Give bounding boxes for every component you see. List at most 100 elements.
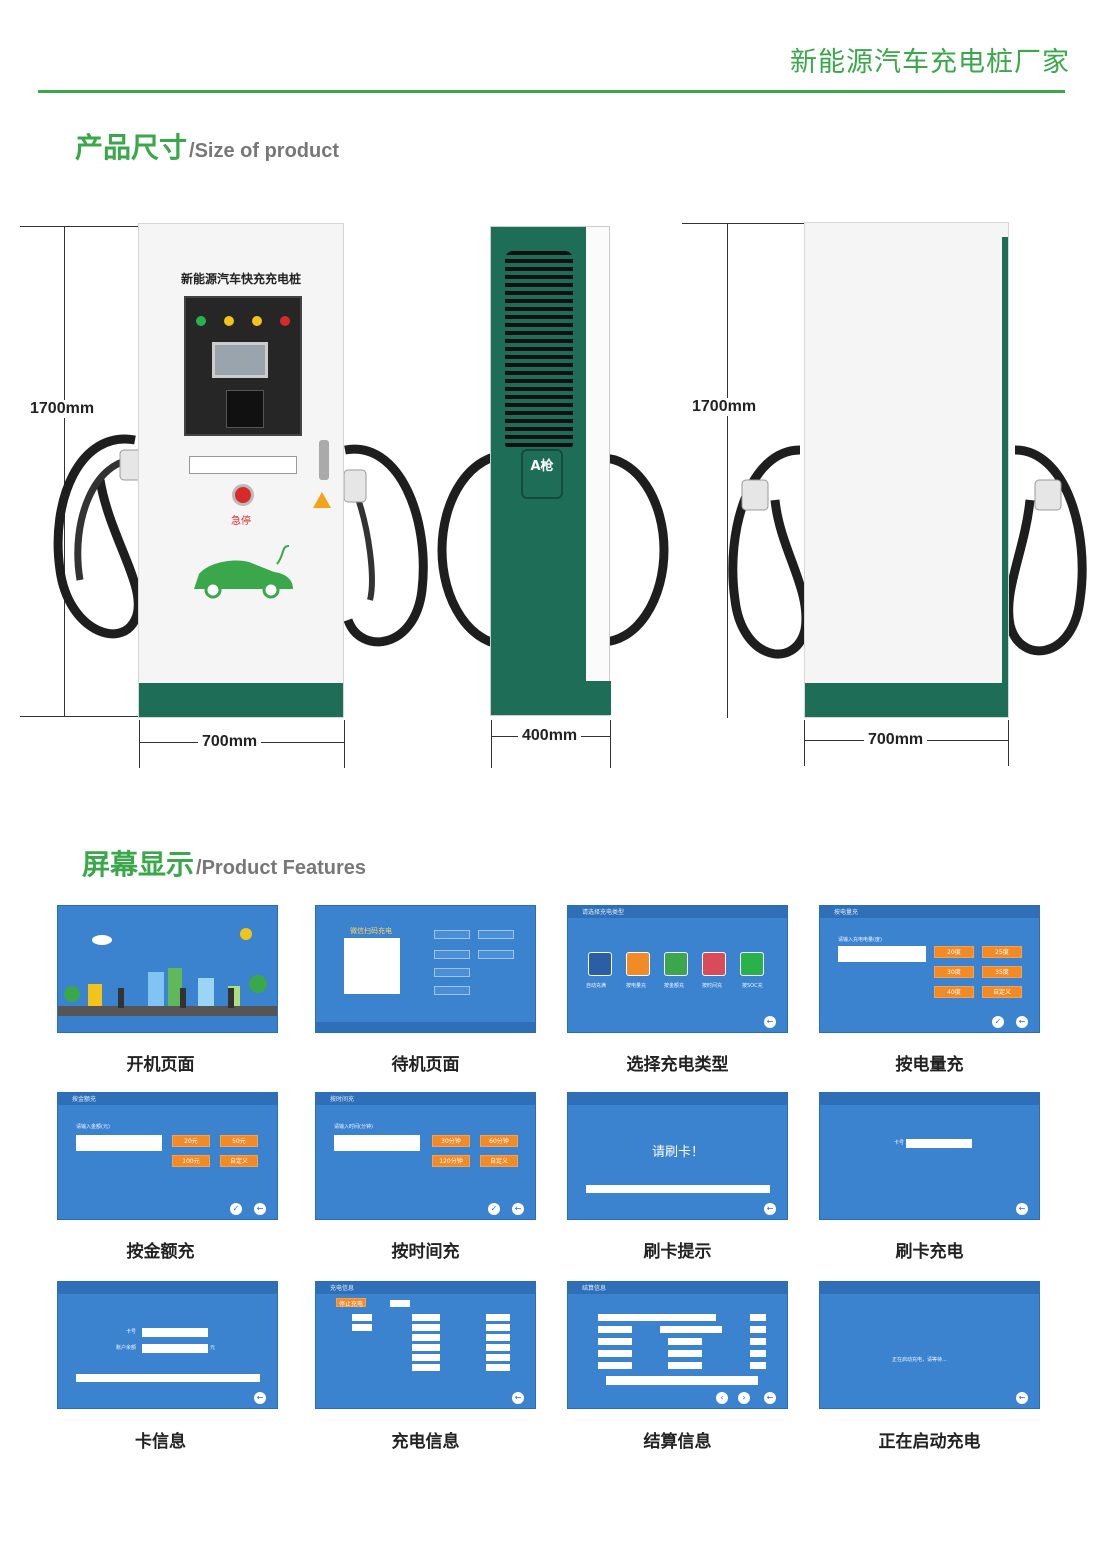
screen-boot: [57, 905, 278, 1033]
preset-button: 50元: [220, 1135, 258, 1147]
emergency-stop-button: [232, 484, 254, 506]
brand-title: 新能源汽车充电桩厂家: [790, 47, 1070, 78]
info-field: [598, 1338, 632, 1345]
info-field: [390, 1300, 410, 1307]
back-icon: ←: [512, 1392, 524, 1404]
caption-standby: 待机页面: [391, 1055, 460, 1075]
auto-charge-icon: [588, 952, 612, 976]
option-label: 按时间充: [702, 983, 723, 989]
screen-swipe-prompt: 请刷卡！ ←: [567, 1092, 788, 1220]
features-section-title: 屏幕显示 /Product Features: [82, 843, 366, 883]
back-icon: ←: [764, 1392, 776, 1404]
standby-option: [434, 950, 470, 959]
screen-header: 按金额充: [58, 1093, 277, 1105]
front-width-label: 700mm: [198, 733, 262, 751]
info-field: [486, 1354, 510, 1361]
caption-starting: 正在启动充电: [878, 1432, 981, 1452]
prev-page-icon: ‹: [716, 1392, 728, 1404]
confirm-icon: ✓: [992, 1016, 1004, 1028]
screen-header: [58, 1282, 277, 1294]
info-field: [750, 1362, 766, 1369]
size-section-title: 产品尺寸 /Size of product: [75, 126, 339, 166]
info-field: [412, 1324, 440, 1331]
option-label: 按SOC充: [742, 983, 763, 989]
size-title-en: /Size of product: [189, 140, 340, 162]
option-label: 按金额充: [664, 983, 685, 989]
back-icon: ←: [1016, 1392, 1028, 1404]
info-field: [486, 1344, 510, 1351]
cabinet-base: [491, 681, 611, 715]
caption-by-energy: 按电量充: [895, 1055, 964, 1075]
screen-header: 按时间充: [316, 1093, 535, 1105]
screen-select-type: 请选择充电类型 自动充满 按电量充 按金额充 按时间充 按SOC充 ←: [567, 905, 788, 1033]
info-field: [660, 1326, 722, 1333]
charging-cable-left: [53, 434, 143, 639]
electric-car-icon: [194, 545, 293, 599]
charging-cable-back-right: [1004, 445, 1087, 656]
preset-button: 自定义: [220, 1155, 258, 1167]
size-title-cn: 产品尺寸: [75, 131, 188, 164]
control-panel: [184, 296, 302, 436]
progress-bar: [76, 1374, 260, 1382]
info-field: [606, 1376, 758, 1385]
preset-button: 60分钟: [480, 1135, 518, 1147]
standby-option: [434, 930, 470, 939]
option-label: 按电量充: [626, 983, 647, 989]
screen-by-energy: 按电量充 请输入充电电量(度) 20度 25度 30度 35度 40度 自定义 …: [819, 905, 1040, 1033]
gun-holster-label: A枪: [521, 449, 563, 499]
screen-by-amount: 按金额充 请输入金额(元) 20元 50元 100元 自定义 ✓ ←: [57, 1092, 278, 1220]
screen-header: [568, 1093, 787, 1105]
info-field: [750, 1326, 766, 1333]
next-page-icon: ›: [738, 1392, 750, 1404]
preset-button: 自定义: [480, 1155, 518, 1167]
back-icon: ←: [764, 1016, 776, 1028]
back-height-label: 1700mm: [688, 398, 761, 416]
screen-starting: 正在启动充电，请等待... ←: [819, 1281, 1040, 1409]
info-field: [598, 1314, 716, 1321]
caption-by-time: 按时间充: [391, 1242, 460, 1262]
input-prompt: 请输入时间(分钟): [334, 1124, 373, 1130]
screen-settlement: 结算信息 ‹ › ←: [567, 1281, 788, 1409]
dim-tick: [491, 720, 492, 768]
front-height-label: 1700mm: [26, 400, 99, 418]
cabinet-title: 新能源汽车快充充电桩: [180, 272, 301, 286]
balance-label: 账户余额: [116, 1345, 137, 1351]
screen-header: 结算信息: [568, 1282, 787, 1294]
amount-input: [76, 1135, 162, 1151]
dim-tick: [804, 720, 805, 766]
info-field: [668, 1362, 702, 1369]
cabinet-base: [139, 683, 343, 717]
screen-standby: 微信扫码充电: [315, 905, 536, 1033]
card-reader-icon: [226, 390, 264, 428]
dim-tick: [682, 223, 804, 224]
charger-side-view: A枪: [490, 226, 611, 716]
starting-message: 正在启动充电，请等待...: [892, 1357, 947, 1363]
back-icon: ←: [254, 1392, 266, 1404]
features-title-cn: 屏幕显示: [82, 848, 195, 881]
info-field: [598, 1350, 632, 1357]
confirm-icon: ✓: [230, 1203, 242, 1215]
screen-card-info: 卡号 账户余额 元 ←: [57, 1281, 278, 1409]
time-charge-icon: [702, 952, 726, 976]
info-field: [668, 1350, 702, 1357]
indicator-lamps: [196, 316, 290, 326]
caption-card-info: 卡信息: [135, 1432, 186, 1452]
back-width-label: 700mm: [864, 731, 928, 749]
currency-unit: 元: [210, 1345, 216, 1351]
back-icon: ←: [1016, 1203, 1028, 1215]
preset-button: 20度: [934, 946, 974, 958]
back-icon: ←: [764, 1203, 776, 1215]
door-handle: [319, 440, 329, 480]
caption-boot: 开机页面: [126, 1055, 195, 1075]
info-field: [486, 1364, 510, 1371]
qr-code-box: [344, 938, 400, 994]
dim-tick: [139, 720, 140, 768]
info-field: [750, 1350, 766, 1357]
header-rule: [38, 90, 1065, 93]
energy-charge-icon: [626, 952, 650, 976]
screen-header: 充电信息: [316, 1282, 535, 1294]
dim-tick: [610, 720, 611, 768]
stop-charge-button: 停止充电: [336, 1298, 366, 1308]
input-prompt: 请输入金额(元): [76, 1124, 110, 1130]
charging-cable-right: [343, 444, 428, 647]
